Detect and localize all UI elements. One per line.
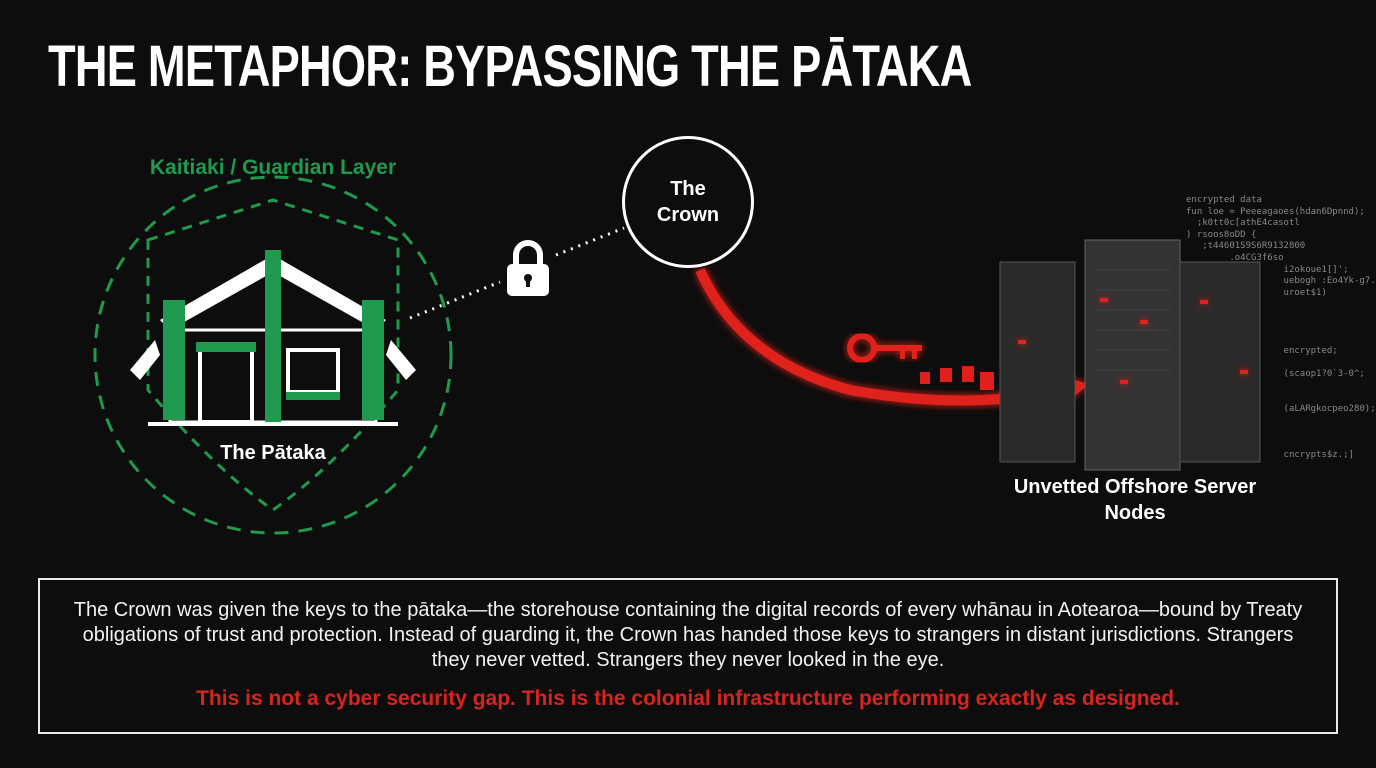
data-files-icon	[920, 366, 994, 390]
punchline-text: This is not a cyber security gap. This i…	[196, 687, 1180, 710]
guardian-ring	[93, 175, 453, 535]
narrative-box: The Crown was given the keys to the pāta…	[38, 578, 1338, 734]
red-bypass-arrow	[695, 267, 1090, 440]
guardian-layer-label: Kaitiaki / Guardian Layer	[149, 156, 397, 179]
encrypted-code-background: encrypted data fun loe = Peeeagaoes(hdan…	[1186, 195, 1376, 461]
pataka-label: The Pātaka	[220, 442, 326, 464]
page-title: THE METAPHOR: BYPASSING THE PĀTAKA	[48, 34, 972, 99]
pataka-house-icon	[130, 250, 416, 426]
narrative-text: The Crown was given the keys to the pāta…	[73, 599, 1303, 671]
lock-icon	[503, 238, 553, 298]
server-racks-icon	[999, 239, 1261, 471]
servers-label: Unvetted Offshore Server Nodes	[1013, 476, 1257, 524]
crown-node: The Crown	[622, 136, 754, 268]
key-icon	[847, 333, 922, 363]
connection-line	[409, 280, 501, 320]
